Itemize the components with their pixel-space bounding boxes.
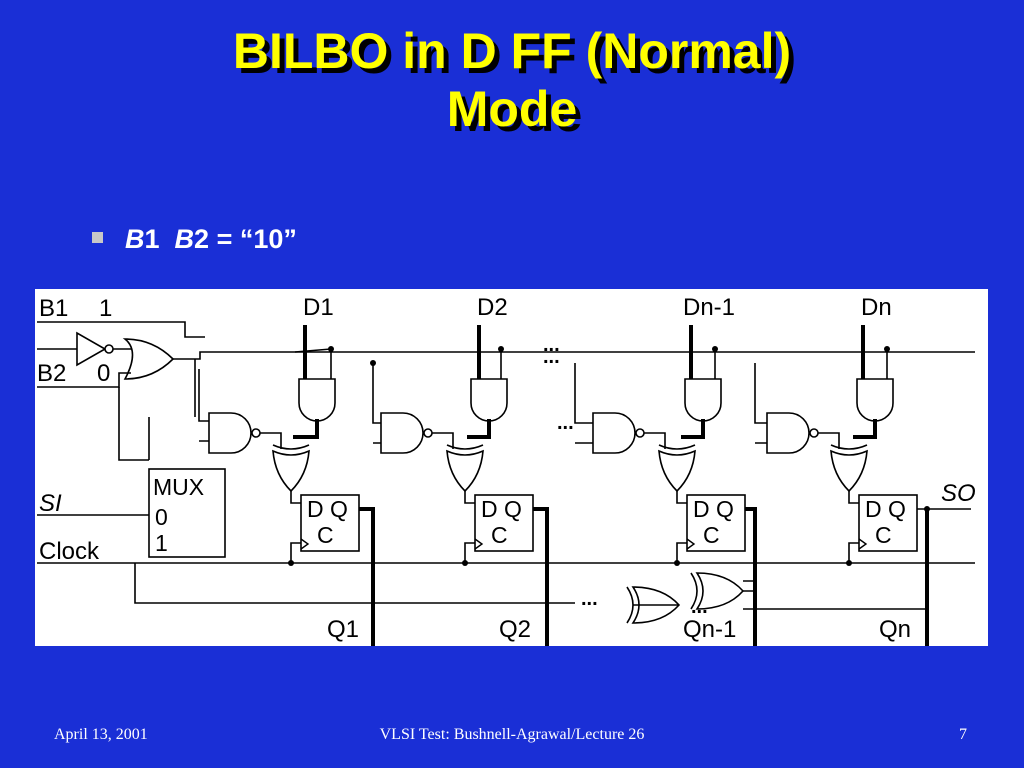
- si-label: SI: [39, 490, 62, 517]
- footer-date: April 13, 2001: [54, 726, 148, 743]
- ffn1-dq: D Q: [693, 496, 734, 522]
- ff2-c: C: [491, 522, 508, 548]
- bullet-item: B1 B2 = “10”: [92, 224, 297, 255]
- bullet-square-icon: [92, 232, 103, 244]
- bullet-b1-number: 1: [144, 224, 160, 254]
- ellipsis-xor: ...: [691, 596, 708, 618]
- so-label: SO: [941, 480, 976, 507]
- clock-label: Clock: [39, 538, 100, 565]
- ff1-dq: D Q: [307, 496, 348, 522]
- slide-title: BILBO in D FF (Normal) Mode: [0, 22, 1024, 138]
- ellipsis-top-2: ...: [543, 346, 560, 368]
- b1-b2-control-logic: [37, 321, 975, 604]
- title-line-2: Mode: [446, 81, 578, 137]
- ff1-c: C: [317, 522, 334, 548]
- footer-page-number: 7: [959, 726, 967, 743]
- mux-input-1: 1: [155, 530, 168, 556]
- title-line-1: BILBO in D FF (Normal): [232, 23, 792, 79]
- output-q1: Q1: [327, 616, 359, 643]
- input-dn: Dn: [861, 294, 892, 321]
- ffn-c: C: [875, 522, 892, 548]
- feedback-xor-chain: [626, 572, 927, 624]
- output-q2: Q2: [499, 616, 531, 643]
- b2-value: 0: [97, 360, 110, 387]
- bullet-b2-number: 2: [194, 224, 210, 254]
- stage-1: D1 D Q C Q1: [198, 294, 375, 646]
- stage-n-minus-1: Dn-1 D Q C Qn-1: [574, 294, 757, 646]
- input-dn-minus-1: Dn-1: [683, 294, 735, 321]
- ff2-dq: D Q: [481, 496, 522, 522]
- ffn1-c: C: [703, 522, 720, 548]
- output-qn: Qn: [879, 616, 911, 643]
- mux-input-0: 0: [155, 504, 168, 530]
- stage-2: D2 D Q C Q2: [370, 294, 549, 646]
- b1-value: 1: [99, 295, 112, 322]
- ffn-dq: D Q: [865, 496, 906, 522]
- ellipsis-mid: ...: [557, 412, 574, 434]
- mux-label: MUX: [153, 474, 204, 500]
- footer-course: VLSI Test: Bushnell-Agrawal/Lecture 26: [379, 726, 645, 743]
- input-d1: D1: [303, 294, 334, 321]
- bullet-b1-letter: B: [125, 224, 145, 254]
- ellipsis-bottom: ...: [581, 588, 598, 610]
- input-d2: D2: [477, 294, 508, 321]
- bilbo-circuit-diagram: B1 1 B2 0 SI Clock MUX 0 1: [35, 289, 988, 646]
- bullet-value: = “10”: [209, 224, 297, 254]
- ellipsis-top-1: ...: [543, 334, 560, 356]
- mux-block: [148, 468, 226, 558]
- output-qn-minus-1: Qn-1: [683, 616, 736, 643]
- stage-n: Dn D Q C SO Qn: [754, 294, 976, 646]
- b1-label: B1: [39, 295, 68, 322]
- b2-label: B2: [37, 360, 66, 387]
- bullet-b2-letter: B: [174, 224, 195, 254]
